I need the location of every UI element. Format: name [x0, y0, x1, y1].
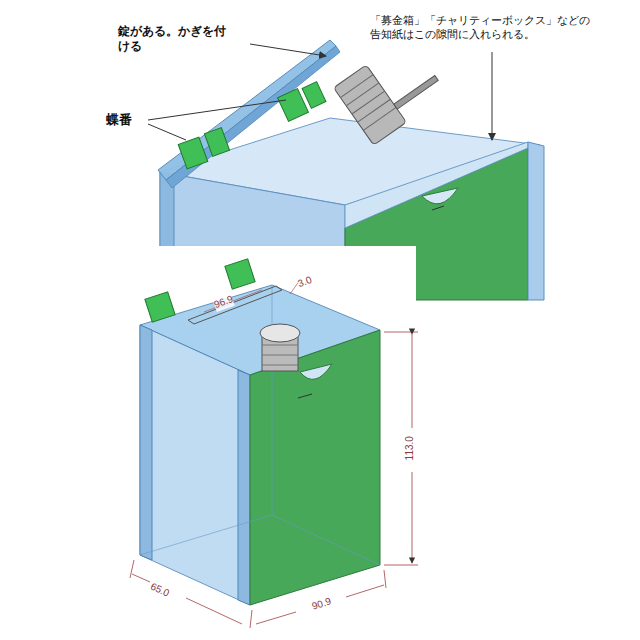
hinge-label: 蝶番: [106, 112, 146, 128]
dimension-label: 113.0: [404, 436, 417, 460]
lock-note: 錠がある。かぎを付 ける: [118, 24, 240, 54]
slot-note: 「募金箱」「チャリティーボックス」などの 告知紙はこの隙間に入れられる。: [370, 14, 610, 42]
bottom-view: [130, 259, 418, 628]
